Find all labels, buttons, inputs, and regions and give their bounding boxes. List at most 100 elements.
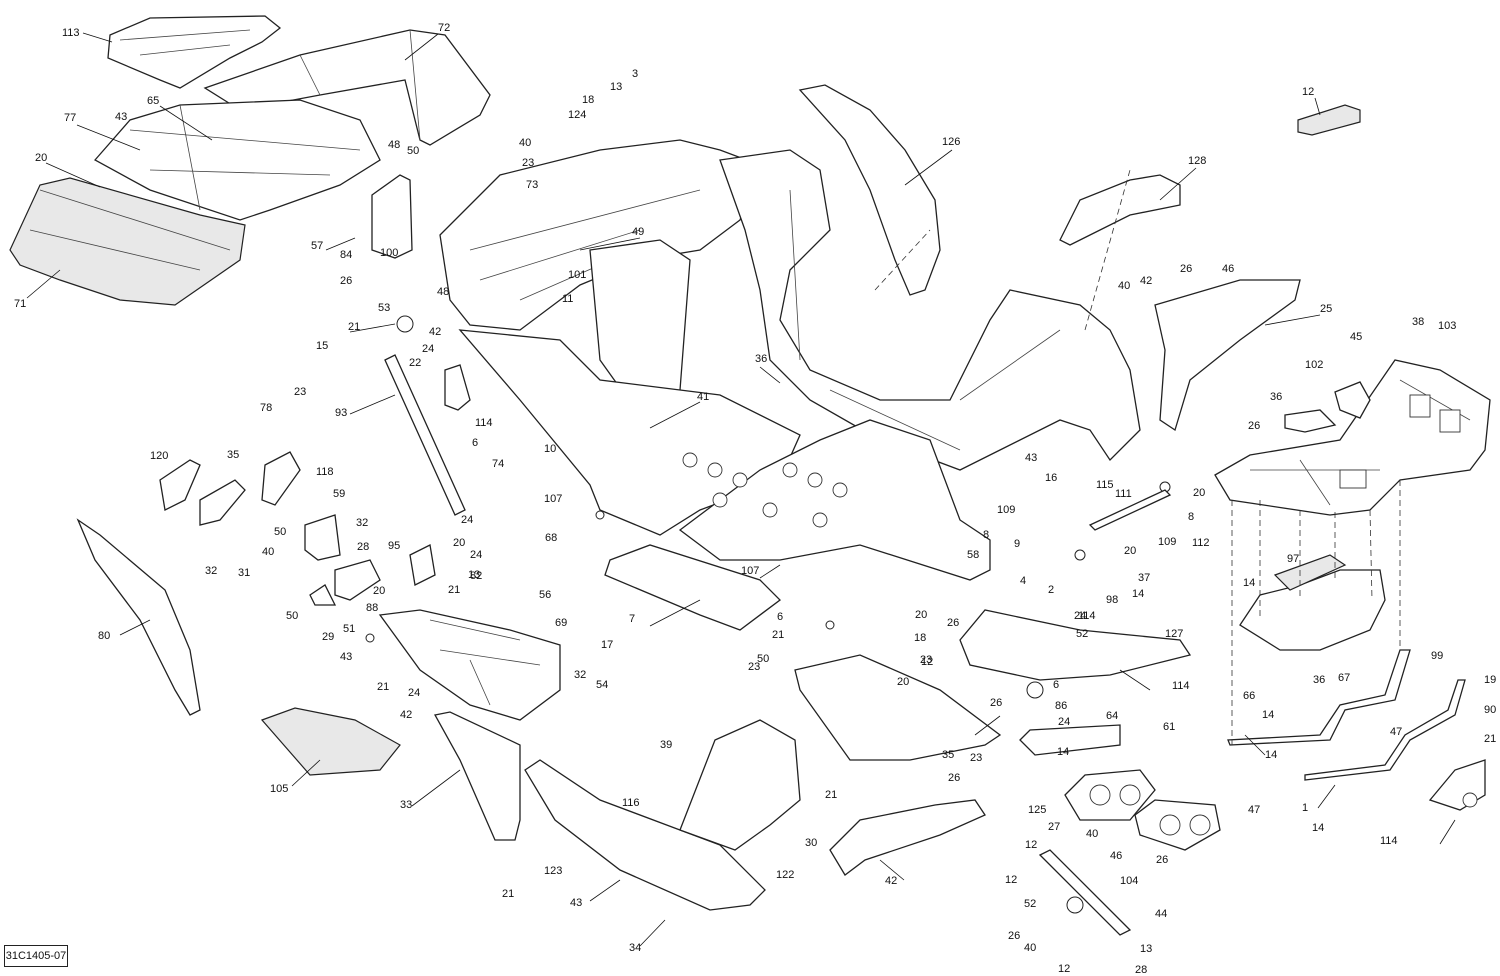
callout: 50 xyxy=(407,145,419,157)
callout: 1 xyxy=(1302,802,1308,814)
callout: 48 xyxy=(437,286,449,298)
callout: 21 xyxy=(502,888,514,900)
callout: 32 xyxy=(574,669,586,681)
callout: 112 xyxy=(1192,537,1210,549)
callout: 32 xyxy=(205,565,217,577)
callout: 23 xyxy=(920,654,932,666)
callout: 102 xyxy=(1305,359,1323,371)
callout: 66 xyxy=(1243,690,1255,702)
callout: 41 xyxy=(697,391,709,403)
callout: 6 xyxy=(1053,679,1059,691)
callout: 6 xyxy=(472,437,478,449)
callout: 28 xyxy=(357,541,369,553)
callout: 78 xyxy=(260,402,272,414)
callout: 4 xyxy=(1020,575,1026,587)
callout: 9 xyxy=(1014,538,1020,550)
callout: 19 xyxy=(1484,674,1496,686)
callout: 125 xyxy=(1028,804,1046,816)
callout: 14 xyxy=(1265,749,1277,761)
callout: 21 xyxy=(1484,733,1496,745)
callout: 20 xyxy=(35,152,47,164)
callout: 21 xyxy=(348,321,360,333)
leader-lines xyxy=(26,32,1456,947)
callout: 38 xyxy=(1412,316,1424,328)
callout: 67 xyxy=(1338,672,1350,684)
callout: 120 xyxy=(150,450,168,462)
callout: 14 xyxy=(1262,709,1274,721)
callout: 13 xyxy=(1140,943,1152,955)
callout: 14 xyxy=(1057,746,1069,758)
callout: 12 xyxy=(1005,874,1017,886)
callout: 26 xyxy=(990,697,1002,709)
callout: 97 xyxy=(1287,553,1299,565)
callout: 50 xyxy=(757,653,769,665)
callout: 77 xyxy=(64,112,76,124)
callout: 13 xyxy=(468,569,480,581)
callout: 43 xyxy=(570,897,582,909)
callout: 24 xyxy=(408,687,420,699)
callout: 73 xyxy=(526,179,538,191)
callout: 113 xyxy=(62,27,80,39)
callout: 90 xyxy=(1484,704,1496,716)
drawing-id-label: 31C1405-07 xyxy=(4,945,68,967)
callout: 36 xyxy=(1313,674,1325,686)
callout: 40 xyxy=(1118,280,1130,292)
callout: 59 xyxy=(333,488,345,500)
callout: 128 xyxy=(1188,155,1206,167)
callout: 26 xyxy=(1156,854,1168,866)
callout: 10 xyxy=(544,443,556,455)
callout: 100 xyxy=(380,247,398,259)
callout: 56 xyxy=(539,589,551,601)
callout: 32 xyxy=(356,517,368,529)
callout: 109 xyxy=(1158,536,1176,548)
callout: 69 xyxy=(555,617,567,629)
callout: 43 xyxy=(340,651,352,663)
callout: 15 xyxy=(316,340,328,352)
callout: 26 xyxy=(1008,930,1020,942)
callout: 27 xyxy=(1048,821,1060,833)
callout: 35 xyxy=(227,449,239,461)
callout: 21 xyxy=(377,681,389,693)
callout: 7 xyxy=(629,613,635,625)
callout: 122 xyxy=(776,869,794,881)
callout: 23 xyxy=(748,661,760,673)
callout: 47 xyxy=(1248,804,1260,816)
callout: 44 xyxy=(1155,908,1167,920)
callout: 20 xyxy=(453,537,465,549)
callout: 43 xyxy=(115,111,127,123)
callout: 46 xyxy=(1110,850,1122,862)
callout: 12 xyxy=(1025,839,1037,851)
callout: 53 xyxy=(378,302,390,314)
callout: 6 xyxy=(777,611,783,623)
callout: 40 xyxy=(1024,942,1036,954)
callout: 114 xyxy=(1380,835,1398,847)
callout: 31 xyxy=(238,567,250,579)
callout: 114 xyxy=(1078,610,1096,622)
callout: 58 xyxy=(967,549,979,561)
callout: 24 xyxy=(422,343,434,355)
callout: 40 xyxy=(519,137,531,149)
callout: 109 xyxy=(997,504,1015,516)
callout: 88 xyxy=(366,602,378,614)
callout: 43 xyxy=(1025,452,1037,464)
callout: 20 xyxy=(915,609,927,621)
callout: 22 xyxy=(409,357,421,369)
callout: 40 xyxy=(1086,828,1098,840)
callout: 54 xyxy=(596,679,608,691)
callout: 118 xyxy=(316,466,334,478)
callout: 93 xyxy=(335,407,347,419)
callout: 64 xyxy=(1106,710,1118,722)
callout: 127 xyxy=(1165,628,1183,640)
callout: 99 xyxy=(1431,650,1443,662)
callout: 20 xyxy=(1124,545,1136,557)
callout: 21 xyxy=(448,584,460,596)
callout: 23 xyxy=(294,386,306,398)
callout: 50 xyxy=(286,610,298,622)
callout: 26 xyxy=(948,772,960,784)
callout: 17 xyxy=(601,639,613,651)
callout: 24 xyxy=(461,514,473,526)
callout: 42 xyxy=(885,875,897,887)
callout: 68 xyxy=(545,532,557,544)
callout: 26 xyxy=(1248,420,1260,432)
callout: 80 xyxy=(98,630,110,642)
